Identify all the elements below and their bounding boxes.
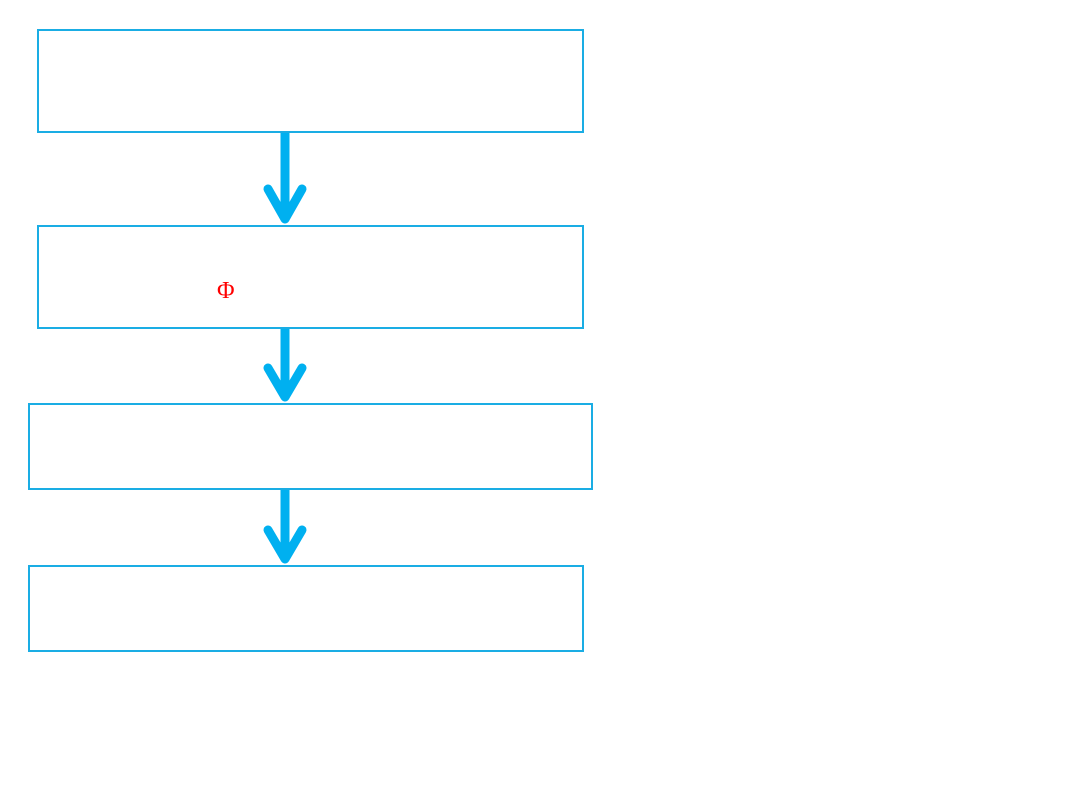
- flowchart-box-step-3: [28, 403, 593, 490]
- flowchart-box-step-1: [37, 29, 584, 133]
- arrow-step-1-to-step-2: [263, 133, 307, 224]
- arrow-step-2-to-step-3: [263, 329, 307, 402]
- flowchart-box-step-2: Φ: [37, 225, 584, 329]
- arrow-step-3-to-step-4: [263, 490, 307, 564]
- flowchart-box-step-4: [28, 565, 584, 652]
- phi-symbol: Φ: [217, 278, 235, 304]
